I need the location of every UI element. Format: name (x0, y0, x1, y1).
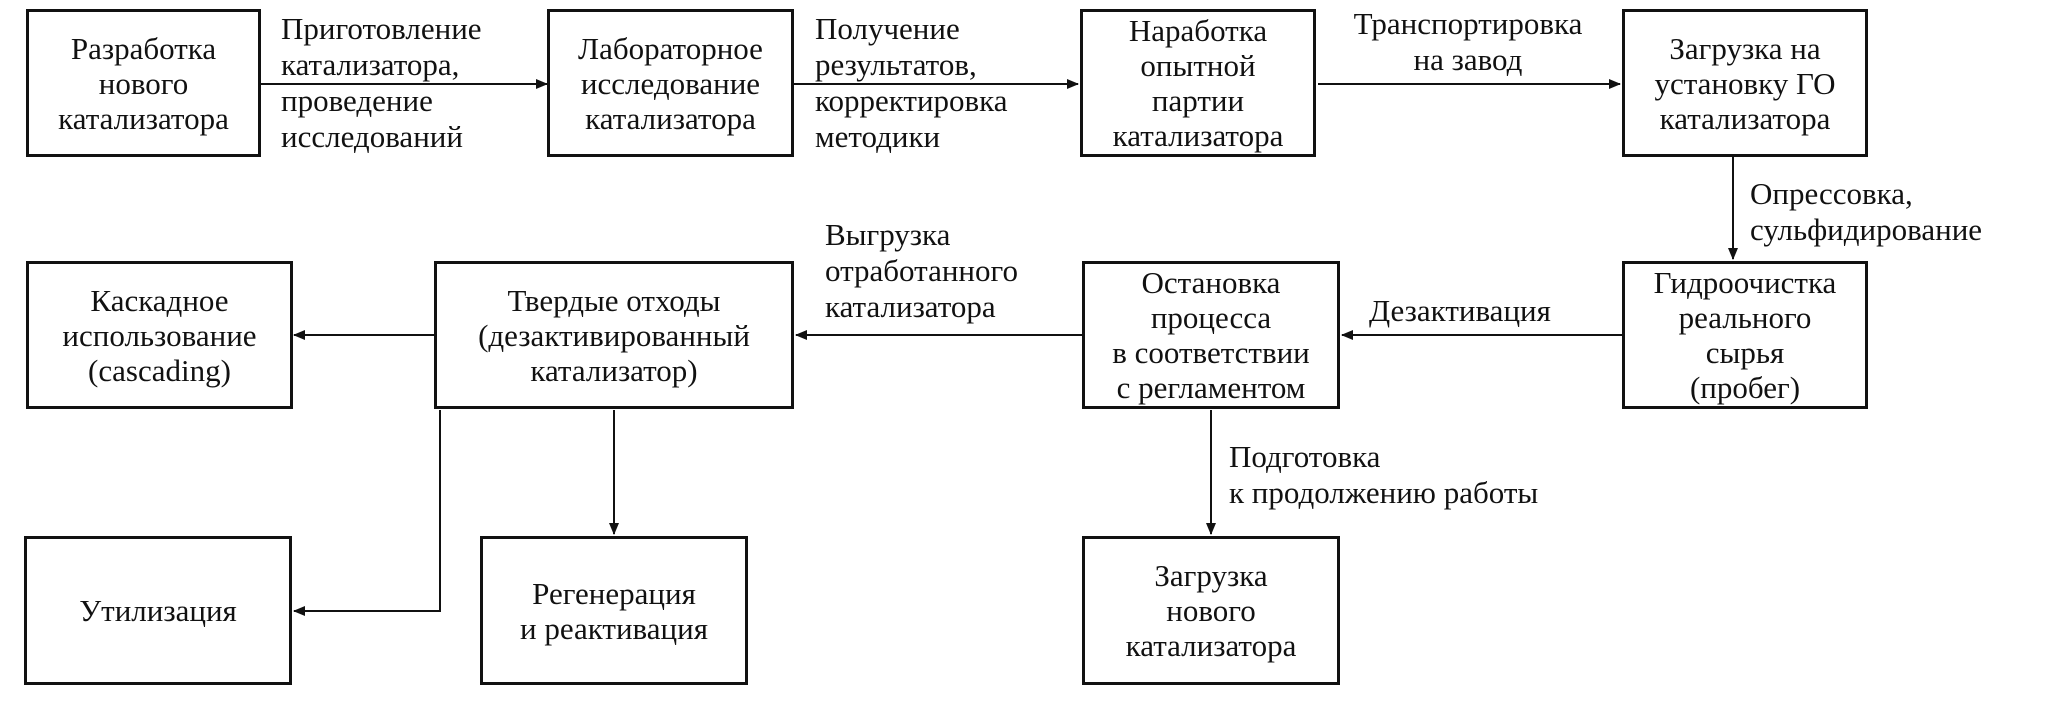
box-regeneration: Регенерация и реактивация (480, 536, 748, 685)
box-develop-text: Разработка нового катализатора (58, 30, 229, 136)
label-pressure: Опрессовка, сульфидирование (1750, 176, 1983, 247)
box-new-load: Загрузка нового катализатора (1082, 536, 1340, 685)
arrow-solid-utilization (293, 410, 441, 616)
box-pilot: Наработка опытной партии катализатора (1080, 9, 1316, 157)
label-prepare: Подготовка к продолжению работы (1229, 439, 1539, 510)
label-results: Получение результатов, корректировка мет… (815, 11, 1008, 154)
box-hydro: Гидроочистка реального сырья (пробег) (1622, 261, 1868, 409)
box-regeneration-text: Регенерация и реактивация (520, 575, 708, 646)
box-lab: Лабораторное исследование катализатора (547, 9, 794, 157)
box-loading-text: Загрузка на установку ГО катализатора (1654, 30, 1836, 136)
box-develop: Разработка нового катализатора (26, 9, 261, 157)
label-unload: Выгрузка отработанного катализатора (825, 217, 1018, 324)
box-stop-text: Остановка процесса в соответствии с регл… (1112, 265, 1310, 405)
box-lab-text: Лабораторное исследование катализатора (578, 30, 763, 136)
box-stop: Остановка процесса в соответствии с регл… (1082, 261, 1340, 409)
label-prep: Приготовление катализатора, проведение и… (281, 11, 482, 154)
box-pilot-text: Наработка опытной партии катализатора (1112, 13, 1284, 153)
box-cascade: Каскадное использование (cascading) (26, 261, 293, 409)
label-deactivation: Дезактивация (1369, 293, 1551, 328)
box-new-load-text: Загрузка нового катализатора (1125, 558, 1297, 663)
label-transport: Транспортировка на завод (1353, 6, 1583, 77)
box-cascade-text: Каскадное использование (cascading) (62, 282, 257, 388)
box-hydro-text: Гидроочистка реального сырья (пробег) (1653, 265, 1837, 405)
box-solid: Твердые отходы (дезактивированный катали… (434, 261, 794, 409)
box-loading: Загрузка на установку ГО катализатора (1622, 9, 1868, 157)
box-solid-text: Твердые отходы (дезактивированный катали… (478, 282, 750, 388)
box-utilization-text: Утилизация (79, 593, 237, 628)
box-utilization: Утилизация (24, 536, 292, 685)
